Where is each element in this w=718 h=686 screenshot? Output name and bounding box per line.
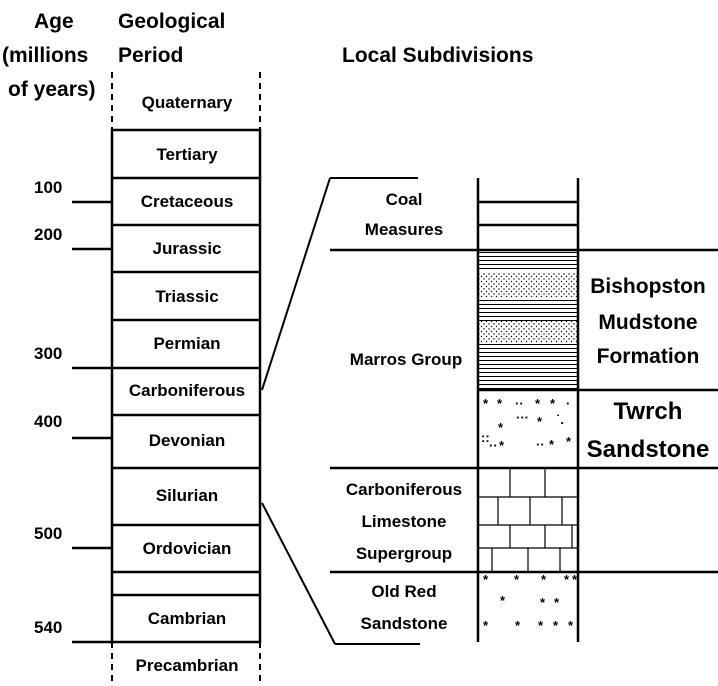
- age-label: 300: [34, 344, 63, 363]
- age-label: 100: [34, 178, 63, 197]
- age-header-line1: Age: [34, 10, 74, 33]
- subdivision-label: Measures: [364, 220, 444, 239]
- period-label: Cambrian: [147, 609, 227, 628]
- connector-lines: [261, 177, 420, 645]
- period-label: Carboniferous: [128, 381, 246, 400]
- age-label: 540: [34, 618, 63, 637]
- age-label: 200: [34, 225, 63, 244]
- svg-text:˙.: ˙.: [556, 412, 564, 427]
- hatched-band: [478, 250, 578, 272]
- svg-text:*: *: [566, 434, 572, 449]
- local-column: [330, 178, 718, 642]
- formation-label: Twrch: [613, 398, 683, 425]
- svg-text:··: ··: [536, 437, 545, 452]
- formation-label: Bishopston: [590, 275, 706, 298]
- svg-text:*: *: [540, 595, 546, 610]
- svg-text:*: *: [549, 437, 555, 452]
- period-label: Permian: [153, 334, 221, 353]
- period-label: Tertiary: [156, 145, 218, 164]
- period-label: Devonian: [148, 431, 226, 450]
- svg-text:*: *: [514, 572, 520, 587]
- limestone-bricks: [478, 468, 578, 572]
- svg-text:*: *: [564, 572, 570, 587]
- subdivision-label: Supergroup: [355, 544, 453, 563]
- svg-text:*: *: [497, 396, 503, 411]
- svg-text:*: *: [568, 618, 574, 633]
- period-header-line2: Period: [118, 44, 184, 67]
- old-red-sandstone-symbols: ***** *** *****: [483, 572, 578, 633]
- subdivision-label: Limestone: [361, 512, 447, 531]
- svg-text:*: *: [554, 595, 560, 610]
- svg-text:*: *: [483, 396, 489, 411]
- svg-text:*: *: [500, 593, 506, 608]
- svg-text:*: *: [498, 420, 504, 435]
- svg-text:*: *: [535, 396, 541, 411]
- svg-text:*: *: [541, 572, 547, 587]
- period-label: Cretaceous: [140, 192, 234, 211]
- hatched-band: [478, 297, 578, 321]
- local-subdivisions-title: Local Subdivisions: [342, 44, 534, 67]
- subdivision-label: Sandstone: [360, 614, 448, 633]
- age-ticks: [72, 200, 112, 644]
- svg-text:::: ::: [481, 430, 490, 445]
- period-column: [110, 72, 262, 686]
- twrch-sandstone-symbols: ** ··**· ···*˙. * ::··* ··**: [481, 396, 572, 453]
- svg-text:*: *: [538, 618, 544, 633]
- svg-text:···: ···: [516, 410, 529, 425]
- hatched-band: [478, 343, 578, 390]
- svg-text:*: *: [553, 618, 559, 633]
- svg-text:*: *: [550, 396, 556, 411]
- svg-text:··: ··: [515, 396, 524, 411]
- period-label: Silurian: [155, 486, 219, 505]
- age-label: 400: [34, 412, 63, 431]
- svg-text:··: ··: [489, 438, 498, 453]
- svg-text:*: *: [515, 618, 521, 633]
- period-header-line1: Geological: [118, 10, 226, 33]
- subdivision-label: Coal: [385, 190, 423, 209]
- subdivision-label: Carboniferous: [345, 480, 463, 499]
- formation-label: Sandstone: [586, 436, 710, 463]
- age-header-line3: of years): [8, 78, 96, 101]
- formation-label: Formation: [596, 345, 700, 368]
- period-label: Ordovician: [142, 539, 232, 558]
- period-label: Jurassic: [152, 239, 222, 258]
- dotted-band: [478, 272, 578, 297]
- svg-text:*: *: [572, 572, 578, 587]
- subdivision-label: Old Red: [371, 582, 437, 601]
- formation-label: Mudstone: [598, 311, 698, 334]
- period-label: Triassic: [155, 287, 219, 306]
- subdivision-label: Marros Group: [349, 350, 463, 369]
- svg-text:*: *: [483, 618, 489, 633]
- svg-text:*: *: [499, 438, 505, 453]
- svg-text:*: *: [483, 572, 489, 587]
- svg-text:*: *: [537, 414, 543, 429]
- dotted-band: [478, 321, 578, 343]
- age-label: 500: [34, 524, 63, 543]
- age-header-line2: (millions: [2, 44, 89, 67]
- svg-text:·: ·: [566, 396, 570, 411]
- period-label: Quaternary: [141, 93, 233, 112]
- period-label: Precambrian: [135, 656, 239, 675]
